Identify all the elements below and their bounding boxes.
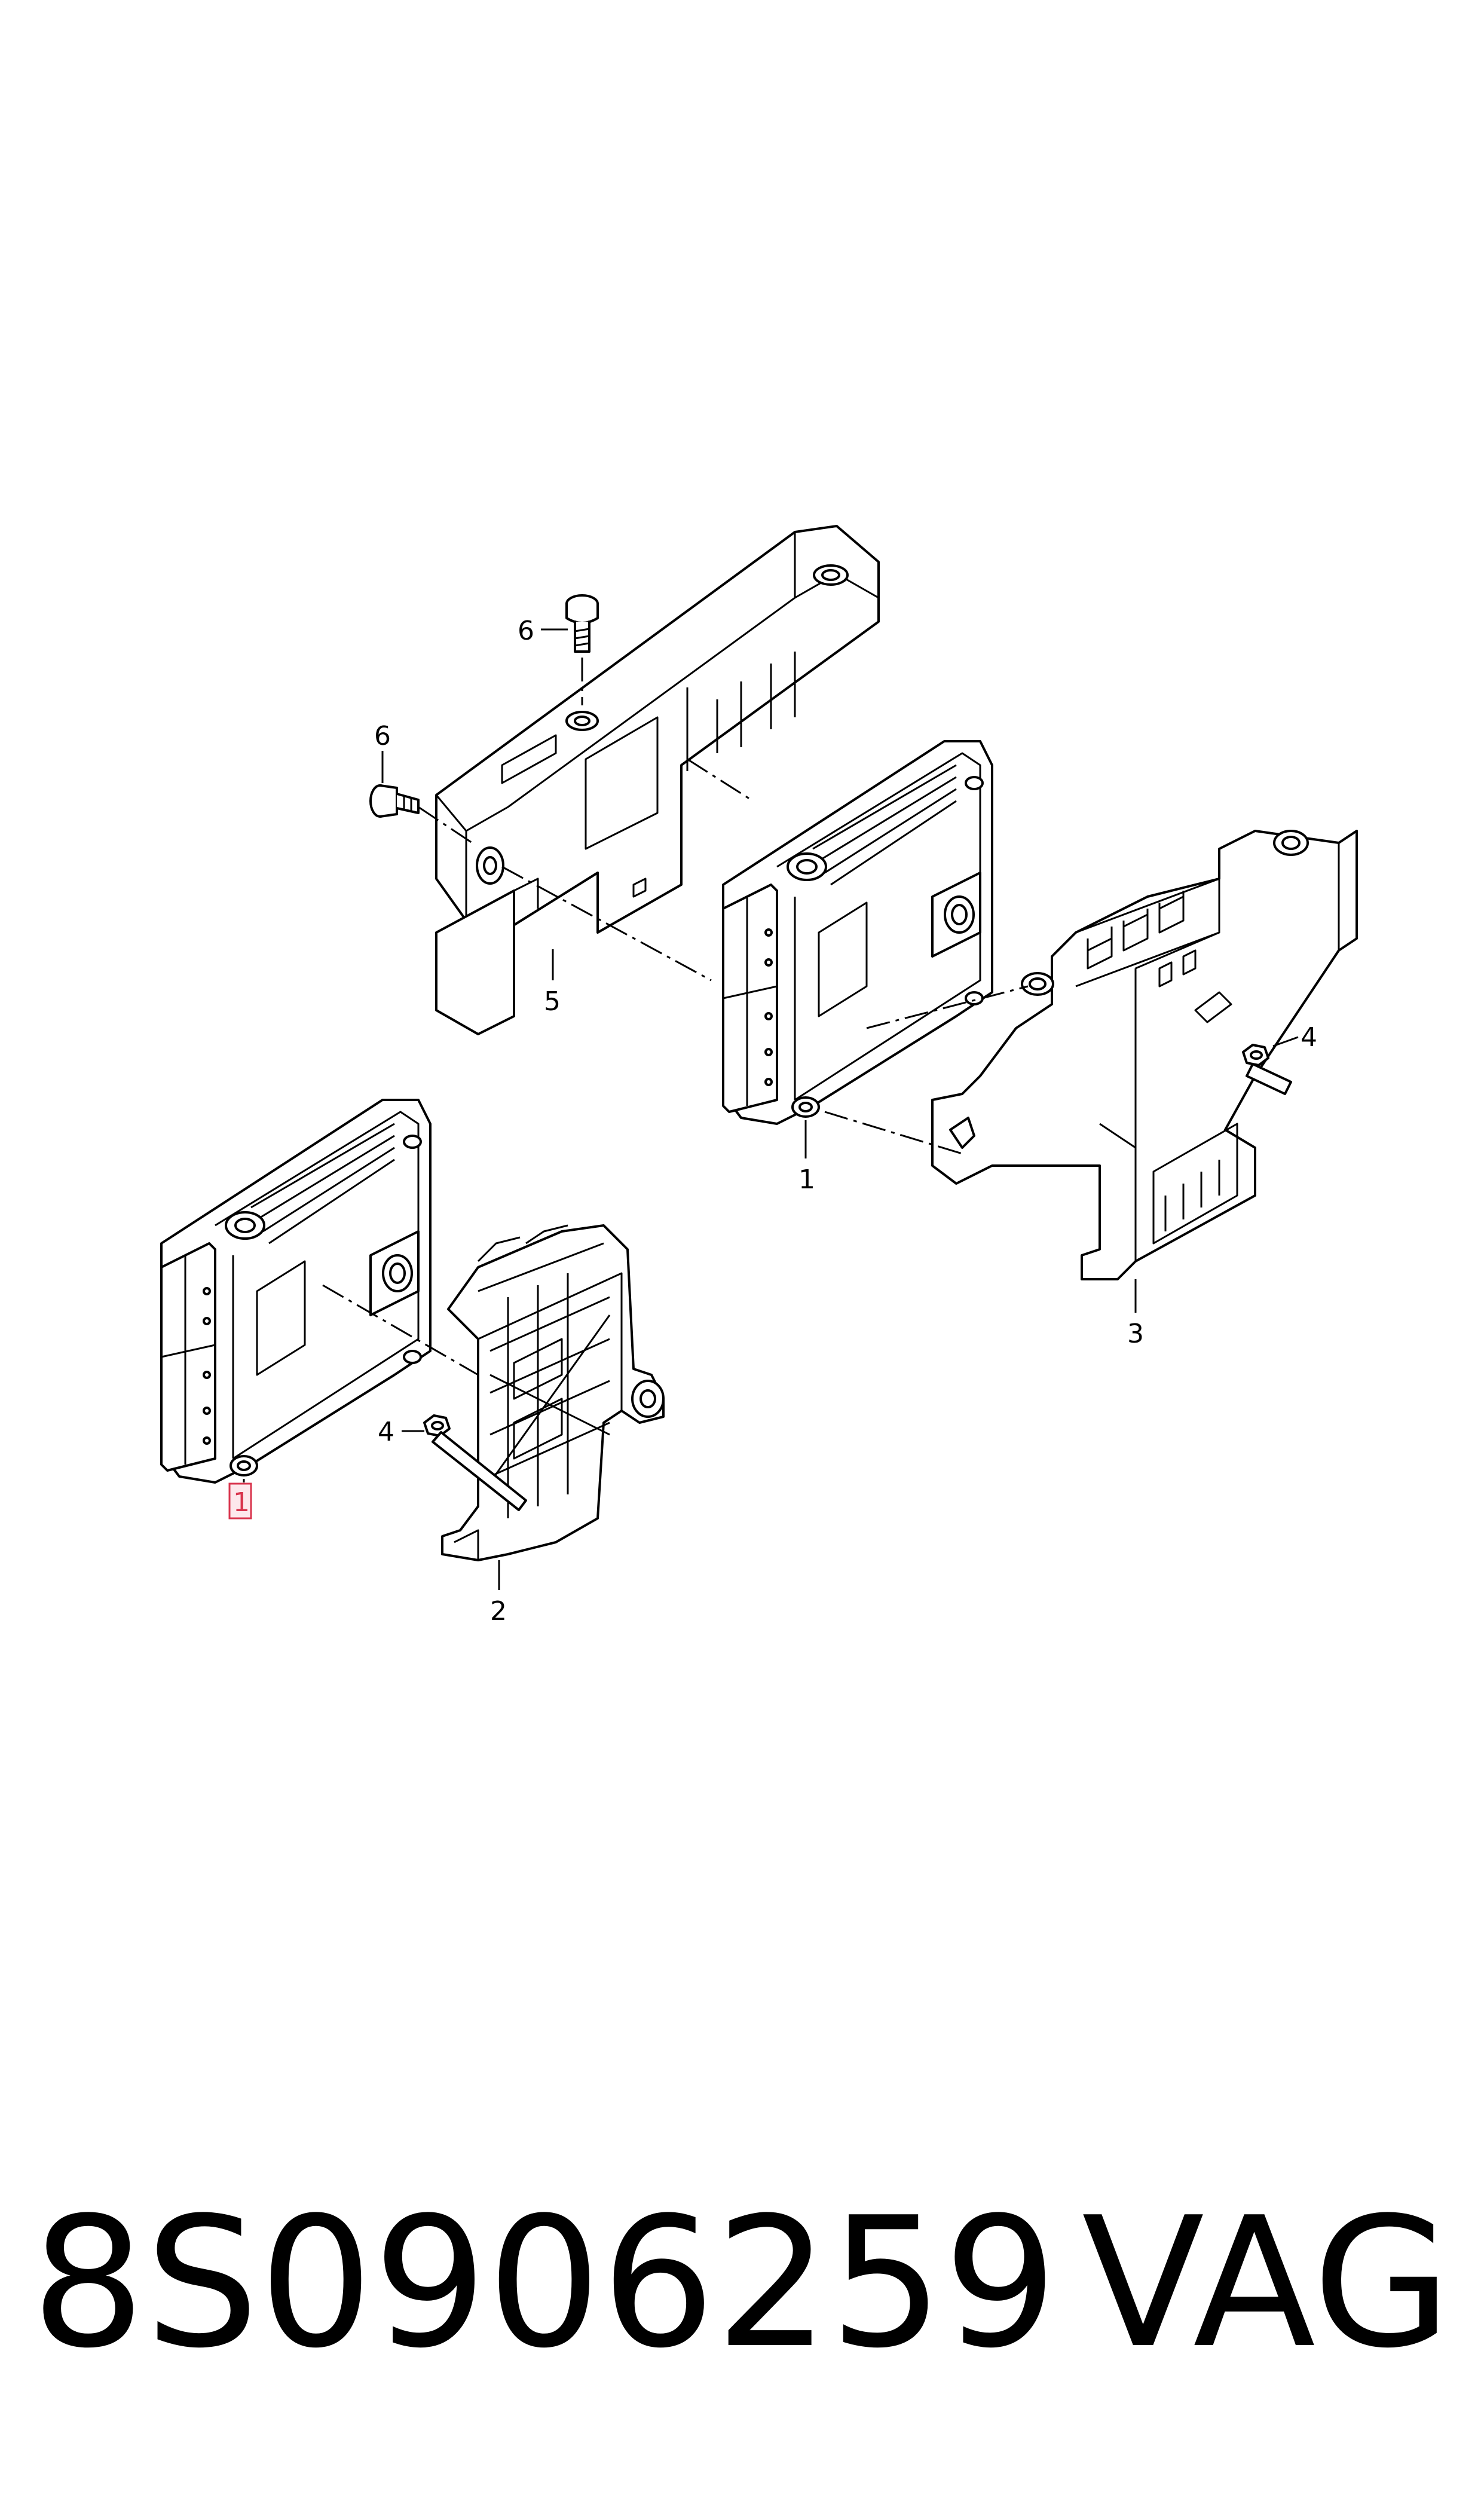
highlight-box xyxy=(228,1482,252,1520)
callout-bracket-lower: 2 xyxy=(490,1596,507,1627)
callout-nut-upper: 4 xyxy=(1301,1022,1317,1053)
brand-name: VAG xyxy=(1082,2179,1452,2387)
bolt-top xyxy=(565,594,599,653)
ecu-bracket-lower xyxy=(441,1224,665,1561)
footer-caption: 8S0906259 VAG xyxy=(0,2188,1484,2379)
callout-ecu-lower-highlight[interactable]: 1 xyxy=(228,1482,252,1520)
callout-nut-lower: 4 xyxy=(378,1417,394,1447)
part-number: 8S0906259 xyxy=(31,2179,1058,2387)
assembly-lines xyxy=(322,658,1029,1376)
ecu-carrier-upper xyxy=(931,830,1358,1280)
callout-ecu-lower: 1 xyxy=(233,1487,250,1518)
cover-bracket xyxy=(435,525,880,1035)
nut-lower xyxy=(423,1414,527,1511)
callout-bolt-left: 6 xyxy=(374,721,391,751)
leader-lines xyxy=(243,628,1299,1590)
ecu-unit-lower xyxy=(160,1099,432,1484)
callout-cover: 5 xyxy=(544,986,561,1017)
nut-upper xyxy=(1242,1044,1292,1095)
callout-bolt-top: 6 xyxy=(518,616,534,646)
bolt-left xyxy=(369,784,420,818)
callout-carrier-upper: 3 xyxy=(1127,1319,1144,1349)
ecu-unit-upper xyxy=(722,740,993,1125)
callout-ecu-upper: 1 xyxy=(798,1164,815,1195)
